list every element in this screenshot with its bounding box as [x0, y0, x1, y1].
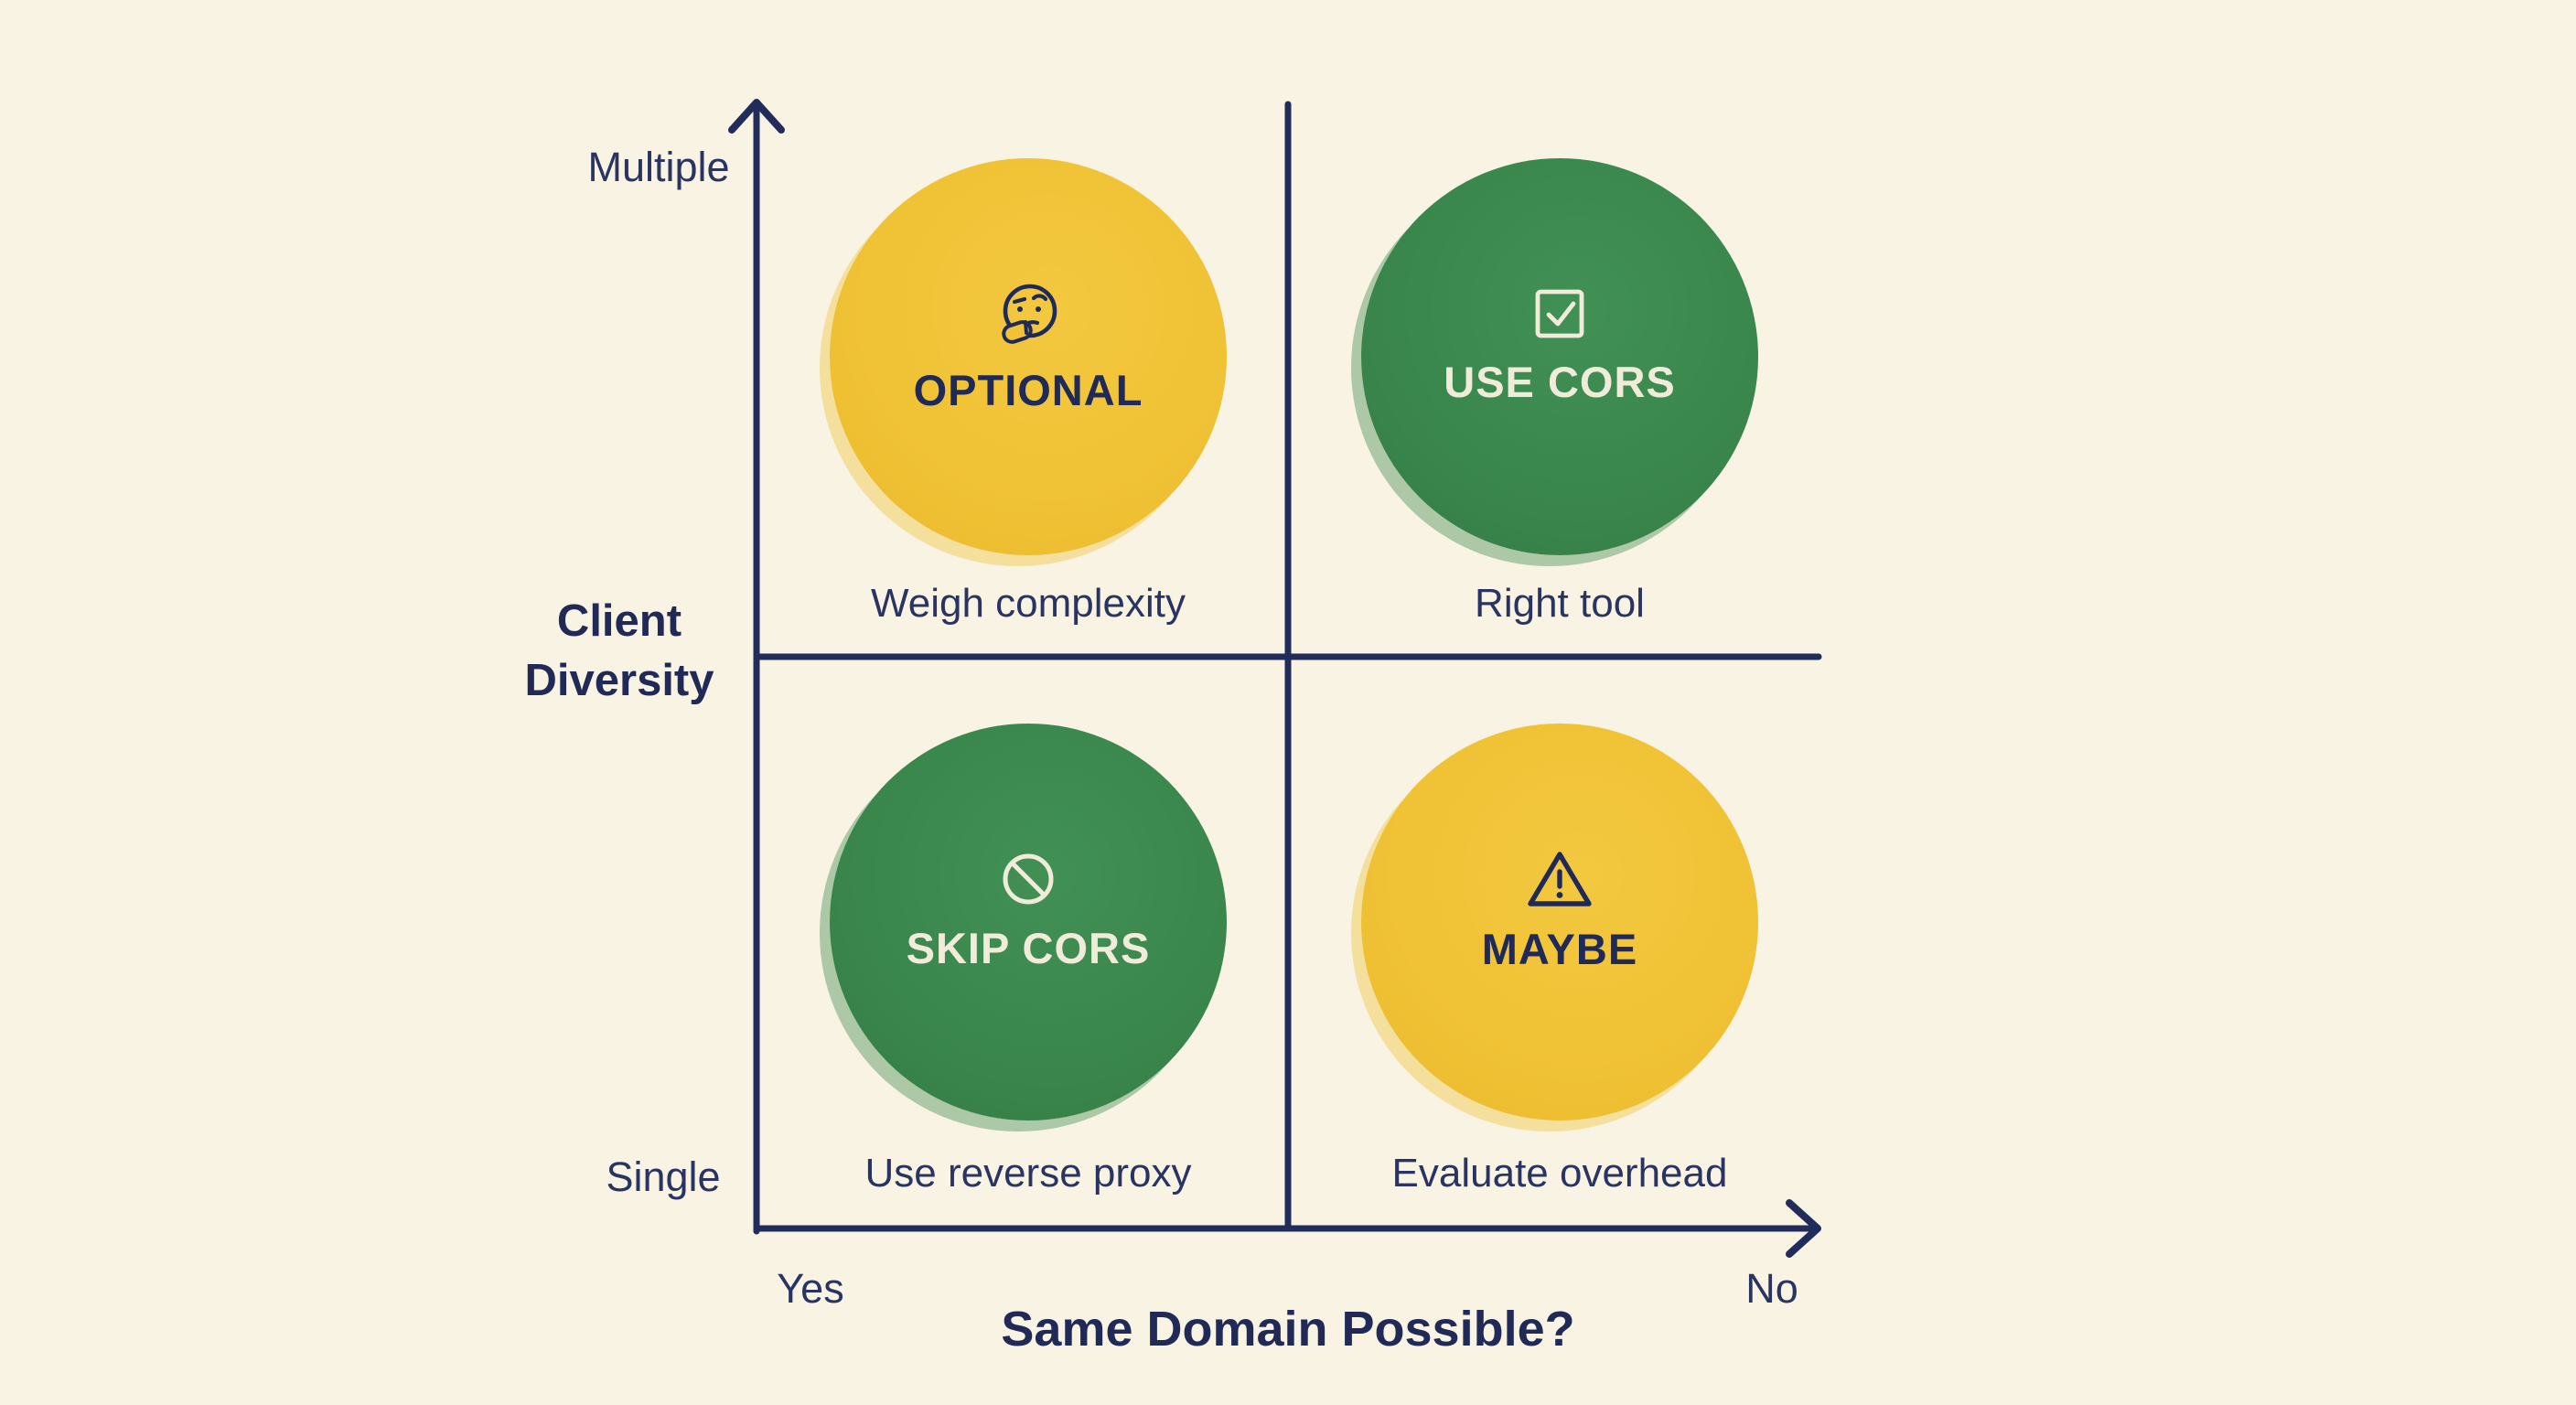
quadrant-circle-use-cors: USE CORS [1361, 158, 1758, 555]
quadrant-circle-optional: OPTIONAL [830, 158, 1227, 555]
x-axis-arrow-icon [1786, 1199, 1821, 1258]
prohibited-icon [997, 848, 1059, 910]
x-axis-left-label: Yes [777, 1265, 844, 1312]
y-axis-arrow-icon [728, 99, 785, 134]
warning-triangle-icon [1524, 847, 1595, 911]
quadrant-caption: Right tool [1475, 581, 1645, 626]
checkbox-checked-icon [1530, 284, 1590, 344]
quadrant-badge: USE CORS [1444, 357, 1676, 406]
y-axis-top-label: Multiple [587, 144, 730, 190]
quadrant-caption: Evaluate overhead [1391, 1151, 1728, 1196]
quadrant-caption: Weigh complexity [871, 581, 1186, 626]
y-axis-title-line2: Diversity [524, 656, 714, 705]
y-axis-title-line1: Client [556, 596, 682, 646]
x-axis-right-label: No [1745, 1265, 1798, 1312]
thinking-face-icon [990, 275, 1067, 352]
quadrant-badge: SKIP CORS [906, 923, 1151, 972]
quadrant-circle-skip-cors: SKIP CORS [830, 724, 1227, 1121]
y-axis-title: Client Diversity [524, 592, 714, 711]
quadrant-caption: Use reverse proxy [864, 1151, 1192, 1196]
quadrant-circle-maybe: MAYBE [1361, 724, 1758, 1121]
quadrant-badge: OPTIONAL [913, 365, 1143, 414]
quadrant-badge: MAYBE [1481, 924, 1638, 973]
y-axis-bottom-label: Single [606, 1153, 721, 1200]
x-axis-title: Same Domain Possible? [1001, 1302, 1575, 1357]
